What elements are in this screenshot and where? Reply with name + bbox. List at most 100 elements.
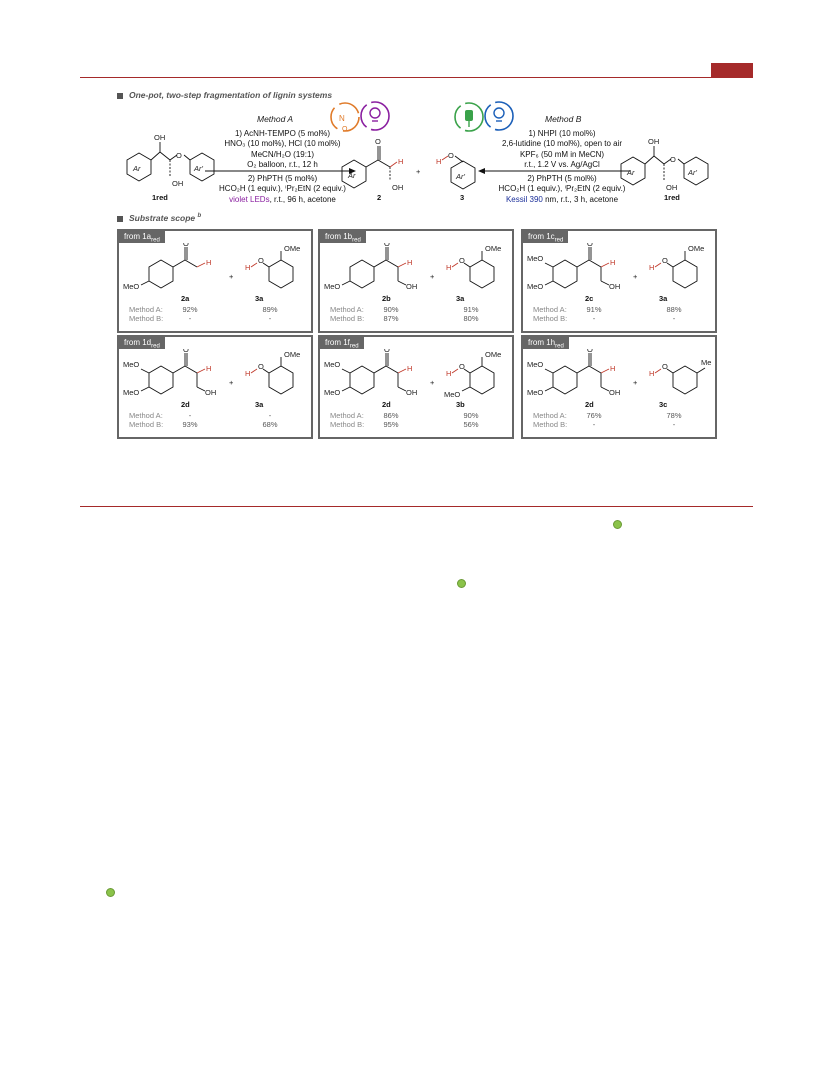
yield-b-ketone: 93%: [182, 420, 198, 429]
svg-text:OH: OH: [406, 388, 417, 397]
oh-label: OH: [392, 183, 403, 192]
svg-text:O: O: [587, 349, 593, 354]
yield-a-phenol: 88%: [666, 305, 682, 314]
method-a-step2: 2) PhPTH (5 mol%) HCO₂H (1 equiv.), ⁱPr₂…: [219, 174, 346, 204]
svg-text:MeO: MeO: [527, 360, 543, 369]
svg-text:+: +: [229, 378, 234, 387]
method-b-label: Method B:: [533, 420, 568, 429]
svg-text:3c: 3c: [659, 400, 667, 409]
svg-text:OH: OH: [609, 282, 620, 291]
oh-label: OH: [648, 137, 659, 146]
yield-b-ketone: 87%: [383, 314, 399, 323]
ar-prime-label: Ar': [193, 164, 204, 173]
svg-text:O: O: [459, 362, 465, 371]
svg-text:H: H: [407, 258, 412, 267]
svg-text:H: H: [649, 263, 654, 272]
yield-b-phenol: 56%: [463, 420, 479, 429]
svg-text:3b: 3b: [456, 400, 465, 409]
method-b-label: Method B:: [129, 420, 164, 429]
yield-a-phenol: -: [268, 411, 272, 420]
svg-text:O: O: [662, 256, 668, 265]
compound-3: 3: [460, 193, 464, 202]
yield-b-ketone: -: [188, 314, 192, 323]
svg-text:H: H: [446, 369, 451, 378]
tempo-catalyst-icon: N O: [330, 102, 360, 133]
yield-b-phenol: -: [672, 314, 676, 323]
svg-text:MeO: MeO: [527, 254, 543, 263]
svg-text:OMe: OMe: [284, 350, 300, 359]
svg-text:MeO: MeO: [527, 388, 543, 397]
compound-1red-left: 1red: [152, 193, 168, 202]
reaction-arrow-a: [205, 168, 356, 174]
yield-a-phenol: 89%: [262, 305, 278, 314]
svg-text:O: O: [384, 349, 390, 354]
product-ketone-2: [341, 146, 398, 189]
ar-prime-label: Ar': [687, 168, 698, 177]
yield-a-ketone: 86%: [383, 411, 399, 420]
electrode-icon: [454, 102, 484, 132]
yield-a-ketone: 76%: [586, 411, 602, 420]
yield-a-phenol: 91%: [463, 305, 479, 314]
comment-marker[interactable]: [457, 579, 466, 588]
svg-text:H: H: [206, 364, 211, 373]
yield-b-phenol: 80%: [463, 314, 479, 323]
section-rule: [80, 506, 753, 507]
svg-text:O: O: [342, 126, 348, 133]
svg-text:O: O: [587, 243, 593, 248]
svg-text:3a: 3a: [255, 294, 264, 303]
svg-text:3a: 3a: [659, 294, 668, 303]
svg-text:O: O: [384, 243, 390, 248]
method-a-label: Method A:: [129, 411, 163, 420]
h-label: H: [436, 157, 441, 166]
page-number-tab: [711, 63, 753, 77]
substrate-scope-heading: Substrate scope b: [117, 213, 201, 223]
svg-text:2d: 2d: [585, 400, 594, 409]
panel-tab: from 1hred: [523, 337, 569, 350]
svg-text:H: H: [407, 364, 412, 373]
svg-text:H: H: [206, 258, 211, 267]
svg-text:H: H: [245, 263, 250, 272]
comment-marker[interactable]: [106, 888, 115, 897]
svg-text:3a: 3a: [255, 400, 264, 409]
svg-text:2d: 2d: [181, 400, 190, 409]
starting-material-left: [126, 142, 215, 182]
blue-light-icon: [484, 101, 514, 131]
svg-text:H: H: [649, 369, 654, 378]
svg-text:H: H: [610, 258, 615, 267]
yield-b-ketone: 95%: [383, 420, 399, 429]
ar-label: Ar: [347, 171, 356, 180]
svg-text:H: H: [245, 369, 250, 378]
comment-marker[interactable]: [613, 520, 622, 529]
svg-text:H: H: [610, 364, 615, 373]
yield-b-ketone: -: [592, 314, 596, 323]
svg-text:+: +: [633, 272, 638, 281]
svg-text:2d: 2d: [382, 400, 391, 409]
yield-a-phenol: 90%: [463, 411, 479, 420]
method-b-label: Method B:: [330, 314, 365, 323]
method-a-label: Method A:: [129, 305, 163, 314]
header-rule: [80, 77, 753, 78]
panel-tab: from 1bred: [320, 231, 366, 244]
svg-text:+: +: [633, 378, 638, 387]
yield-a-ketone: 92%: [182, 305, 198, 314]
svg-text:N: N: [339, 114, 345, 123]
svg-text:+: +: [430, 272, 435, 281]
yield-b-phenol: 68%: [262, 420, 278, 429]
svg-text:MeO: MeO: [324, 360, 340, 369]
svg-text:2b: 2b: [382, 294, 391, 303]
svg-text:OMe: OMe: [485, 350, 501, 359]
svg-text:OH: OH: [406, 282, 417, 291]
plus-sign: +: [416, 167, 421, 176]
yield-a-ketone: 90%: [383, 305, 399, 314]
panel-tab: from 1cred: [523, 231, 569, 244]
method-b-step2: 2) PhPTH (5 mol%) HCO₂H (1 equiv.), ⁱPr₂…: [498, 174, 626, 204]
method-b-title: Method B: [545, 114, 582, 124]
svg-text:OH: OH: [609, 388, 620, 397]
svg-text:MeO: MeO: [324, 388, 340, 397]
